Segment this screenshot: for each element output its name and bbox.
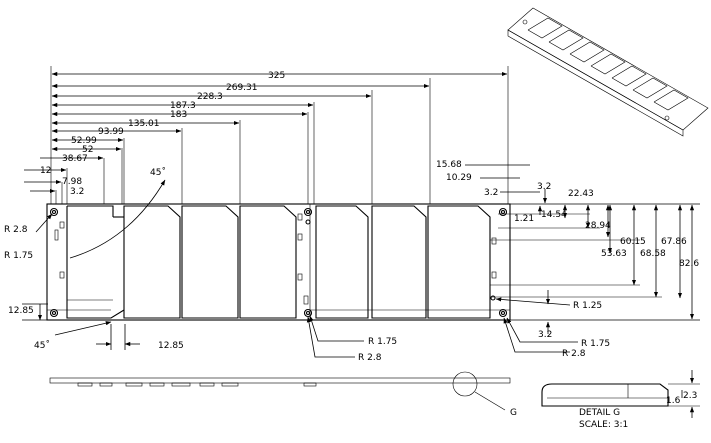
isometric-view	[507, 7, 709, 137]
dim-82-6: 82.6	[679, 259, 699, 269]
dim-325: 325	[268, 71, 285, 81]
dim-38-67: 38.67	[62, 154, 88, 164]
side-view	[49, 371, 511, 411]
dim-135-01: 135.01	[128, 119, 160, 129]
detail-title: DETAIL G	[579, 408, 620, 418]
radius-2-8-left: R 2.8	[4, 225, 28, 235]
dim-14-54: 14.54	[541, 210, 567, 220]
dim-228-3: 228.3	[197, 92, 223, 102]
dim-93-99: 93.99	[98, 127, 124, 137]
dim-3-2-top: 3.2	[537, 182, 551, 192]
dim-15-68: 15.68	[436, 160, 462, 170]
dim-53-63: 53.63	[601, 249, 627, 259]
detail-g	[541, 370, 700, 418]
dim-12-85-left: 12.85	[8, 306, 34, 316]
dim-2-3: 2.3	[683, 391, 697, 401]
dim-60-15: 60.15	[620, 237, 646, 247]
angle-45-bottom: 45˚	[34, 340, 50, 351]
dim-269-31: 269.31	[226, 83, 258, 93]
dim-1-6: 1.6	[666, 396, 681, 406]
detail-scale: SCALE: 3:1	[579, 420, 628, 430]
radius-2-8-bottom: R 2.8	[358, 353, 382, 363]
dim-1-21: 1.21	[514, 214, 534, 224]
radius-1-75-bottom: R 1.75	[368, 337, 397, 347]
radius-1-75-left: R 1.75	[4, 251, 33, 261]
radius-1-25: R 1.25	[573, 301, 602, 311]
dimension-labels: 325 269.31 228.3 187.3 183 135.01 93.99 …	[4, 71, 699, 430]
dim-67-86: 67.86	[661, 237, 687, 247]
extension-lines	[50, 66, 509, 204]
callout-g: G	[510, 408, 517, 418]
dim-52: 52	[82, 145, 93, 155]
right-dimension-lines	[465, 164, 700, 334]
radius-1-75-right: R 1.75	[581, 339, 610, 349]
dim-7-98: 7.98	[62, 177, 82, 187]
dim-52-99: 52.99	[71, 136, 97, 146]
dim-12-85-bottom: 12.85	[158, 341, 184, 351]
dim-68-58: 68.58	[640, 249, 666, 259]
radius-2-8-right: R 2.8	[562, 349, 586, 359]
dim-12: 12	[40, 166, 51, 176]
horizontal-dimension-lines	[24, 71, 508, 194]
dim-187-3: 187.3	[170, 101, 196, 111]
dim-3-2-left: 3.2	[70, 187, 84, 197]
dim-10-29: 10.29	[446, 173, 472, 183]
front-view	[46, 203, 511, 321]
dim-3-2-bottom: 3.2	[538, 330, 552, 340]
dim-183: 183	[170, 110, 187, 120]
angle-45-top: 45˚	[150, 167, 166, 178]
leader-lines	[22, 179, 578, 358]
dim-22-43: 22.43	[568, 189, 594, 199]
dim-28-94: 28.94	[585, 221, 611, 231]
dim-3-2-right: 3.2	[484, 188, 498, 198]
